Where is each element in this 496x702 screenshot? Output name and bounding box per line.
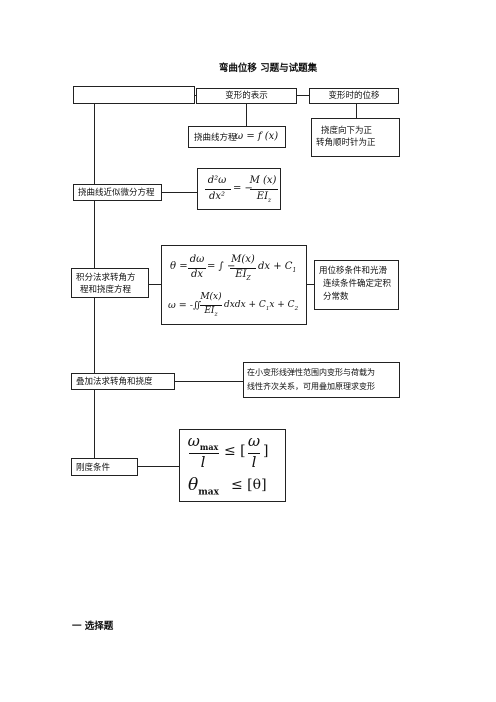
displacement-box: 变形时的位移 — [309, 88, 399, 104]
connector-down-2 — [356, 104, 357, 118]
superposition-note-box: 在小变形线弹性范围内变形与荷载为 线性齐次关系，可用叠加原理求变形 — [243, 362, 400, 398]
approx-diff-eq-box: 挠曲线近似微分方程 — [73, 184, 162, 201]
deformation-box: 变形的表示 — [196, 88, 297, 104]
boundary-conditions-box: 用位移条件和光滑 连续条件确定定积 分常数 — [314, 260, 399, 310]
connector-down-1 — [246, 104, 247, 126]
stiffness-formulas-box: ωmax l ≤ [ ω l ] θmax ≤ [θ] — [179, 429, 286, 502]
sign-convention-box: 挠度向下为正 转角顺时针为正 — [311, 118, 400, 157]
sign-line-2: 转角顺时针为正 — [316, 138, 376, 148]
connector-boundary — [307, 284, 314, 285]
integration-formulas-box: θ = dω dx = ∫ − M(x) EIZ dx + C1 ω = -∬ … — [161, 245, 307, 325]
integration-method-box: 积分法求转角方 程和挠度方程 — [71, 268, 149, 298]
page-title: 弯曲位移 习题与试题集 — [218, 63, 318, 74]
connector-stiffness — [138, 466, 179, 467]
deflection-equation-label: 挠曲线方程 — [194, 133, 237, 143]
top-left-box — [73, 86, 195, 104]
deflection-equation-formula: ω = f (x) — [235, 131, 279, 142]
connector-superposition — [175, 381, 243, 382]
connector-integration — [149, 284, 161, 285]
deflection-equation-box: 挠曲线方程 ω = f (x) — [188, 126, 286, 148]
superposition-box: 叠加法求转角和挠度 — [71, 373, 175, 390]
differential-equation-box: d²ω dx² = − M (x) EIz — [197, 168, 281, 210]
section-heading: 一 选择题 — [72, 621, 114, 632]
connector-approx — [162, 192, 197, 193]
sign-line-1: 挠度向下为正 — [321, 126, 373, 136]
stiffness-condition-box: 刚度条件 — [71, 458, 138, 476]
